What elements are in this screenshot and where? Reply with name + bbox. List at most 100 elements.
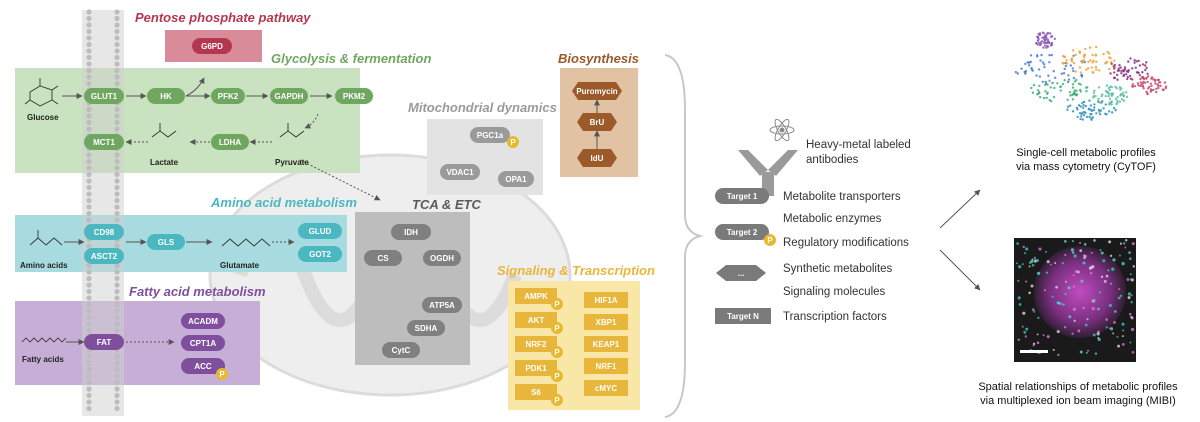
metal-atom-icon: [769, 118, 795, 142]
node-asct2: ASCT2: [84, 248, 124, 264]
node-idh: IDH: [391, 224, 431, 240]
phospho-badge: P: [554, 372, 560, 381]
pyruvate-structure: [279, 123, 305, 138]
node-ampk: AMPK P: [515, 288, 563, 310]
title-glycolysis: Glycolysis & fermentation: [271, 51, 431, 66]
node-gls: GLS: [147, 234, 185, 250]
phospho-badge: P: [554, 324, 560, 333]
phospho-badge: P: [510, 138, 516, 147]
node-pkm2: PKM2: [335, 88, 373, 104]
arrow-to-mibi: [939, 249, 981, 291]
phospho-badge: P: [554, 300, 560, 309]
node-label: LDHA: [219, 138, 241, 147]
node-idu: IdU: [577, 149, 617, 167]
node-puromycin: Puromycin: [572, 82, 622, 100]
glutamate-structure: [221, 238, 271, 247]
target-description: Regulatory modifications: [783, 237, 909, 249]
title-mito: Mitochondrial dynamics: [408, 100, 557, 115]
node-label: GOT2: [309, 250, 331, 259]
node-cytc: CytC: [382, 342, 420, 358]
node-akt: AKT P: [515, 312, 563, 334]
node-label: HIF1A: [594, 296, 617, 305]
node-hk: HK: [147, 88, 185, 104]
node-label: G6PD: [201, 42, 223, 51]
metabolite-lactate: Lactate: [150, 158, 179, 167]
node-label: BrU: [590, 118, 605, 127]
metabolite-glutamate: Glutamate: [220, 261, 260, 270]
node-label: NRF2: [526, 340, 547, 349]
node-label: IdU: [591, 154, 604, 163]
phospho-badge: P: [554, 348, 560, 357]
phospho-badge: P: [219, 370, 225, 379]
scale-bar: [1020, 350, 1048, 353]
node-vdac1: VDAC1: [440, 164, 480, 180]
node-label: PFK2: [218, 92, 239, 101]
target-tag: Target N: [727, 312, 759, 321]
node-glud: GLUD: [298, 223, 342, 239]
node-label: ACC: [194, 362, 212, 371]
node-label: XBP1: [596, 318, 617, 327]
node-label: ACADM: [188, 317, 218, 326]
node-label: GLS: [158, 238, 175, 247]
node-label: CytC: [392, 346, 411, 355]
glycolysis-box: [15, 68, 360, 173]
node-bru: BrU: [577, 113, 617, 131]
target-tag: ...: [738, 269, 745, 278]
phospho-badge: P: [767, 236, 773, 245]
target-description: Metabolic enzymes: [783, 213, 882, 225]
node-cd98: CD98: [84, 224, 124, 240]
metabolite-pyruvate: Pyruvate: [275, 158, 309, 167]
node-g6pd: G6PD: [192, 38, 232, 54]
node-nrf1: NRF1: [584, 358, 628, 374]
divider-brace: [664, 54, 704, 418]
node-label: SDHA: [415, 324, 438, 333]
node-got2: GOT2: [298, 246, 342, 262]
node-label: GAPDH: [275, 92, 304, 101]
node-cpt1a: CPT1A: [181, 335, 225, 351]
node-label: ATP5A: [429, 301, 455, 310]
arrow-to-cytof: [939, 189, 981, 229]
node-label: CS: [377, 254, 389, 263]
mibi-caption: Spatial relationships of metabolic profi…: [978, 381, 1178, 407]
node-glut1: GLUT1: [84, 88, 124, 104]
node-label: AMPK: [524, 292, 548, 301]
node-label: HK: [160, 92, 172, 101]
node-atp5a: ATP5A: [422, 297, 462, 313]
node-label: OPA1: [505, 175, 527, 184]
node-acadm: ACADM: [181, 313, 225, 329]
node-cmyc: cMYC: [584, 380, 628, 396]
node-hif1a: HIF1A: [584, 292, 628, 308]
target-description: Metabolite transporters: [783, 191, 901, 203]
node-label: AKT: [528, 316, 545, 325]
title-biosynthesis: Biosynthesis: [558, 51, 639, 66]
node-label: cMYC: [595, 384, 617, 393]
node-label: IDH: [404, 228, 418, 237]
node-ldha: LDHA: [211, 134, 249, 150]
target-description: Synthetic metabolites: [783, 263, 893, 275]
title-signaling: Signaling & Transcription: [497, 263, 655, 278]
target-description: Signaling molecules: [783, 286, 886, 298]
lactate-structure: [151, 123, 177, 138]
legend-target-1: Target 1 Metabolite transporters: [715, 188, 901, 204]
metabolite-amino-acids: Amino acids: [20, 261, 68, 270]
node-sdha: SDHA: [407, 320, 445, 336]
target-tag: Target 1: [727, 192, 758, 201]
node-cs: CS: [364, 250, 402, 266]
node-label: S6: [531, 388, 541, 397]
node-label: PKM2: [343, 92, 366, 101]
node-label: Puromycin: [576, 87, 617, 96]
mibi-image: [1014, 238, 1136, 362]
node-s6: S6P: [515, 384, 563, 406]
target-tag: Target 2: [727, 228, 758, 237]
node-xbp1: XBP1: [584, 314, 628, 330]
node-opa1: OPA1: [498, 171, 534, 187]
node-gapdh: GAPDH: [270, 88, 308, 104]
node-pfk2: PFK2: [211, 88, 245, 104]
